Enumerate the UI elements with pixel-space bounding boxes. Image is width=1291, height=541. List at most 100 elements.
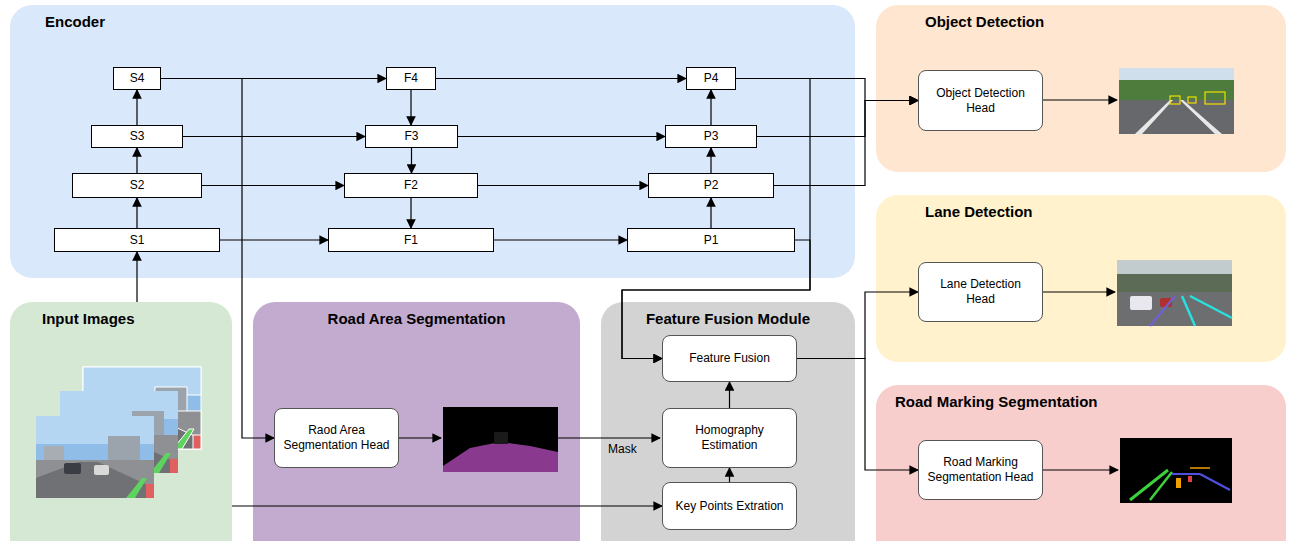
flow-arrow: [622, 79, 810, 359]
box-label: Raod Area Segmentation Head: [281, 423, 392, 453]
panel-region: EncoderS4 F4 P4S3 F3 P3S2 F2 P2S1 F1 P1: [10, 5, 855, 278]
box-label: Lane Detection Head: [925, 277, 1036, 307]
photo-trees: [1119, 80, 1234, 100]
box-label: P2: [704, 178, 719, 193]
output-arrow: [1043, 291, 1115, 292]
lane-line: [1182, 296, 1195, 326]
process-box: Raod Area Segmentation Head: [274, 408, 399, 468]
flow-arrow: [458, 136, 665, 137]
panel-title: Lane Detection: [876, 203, 1286, 221]
flow-arrow: [797, 359, 918, 471]
photo-road: [1119, 100, 1234, 134]
feature-box: P2: [648, 173, 774, 198]
feature-box: F2: [344, 173, 478, 198]
output-arrow: [1043, 99, 1117, 100]
box-label: Object Detection Head: [925, 86, 1036, 116]
flow-arrow: [774, 101, 918, 186]
marking: [1150, 472, 1172, 500]
lane-line: [1180, 100, 1222, 134]
box-label: P4: [704, 71, 719, 86]
flow-arrow: [622, 240, 810, 359]
road-marking-output: [1120, 438, 1232, 503]
feature-box: F1: [328, 228, 494, 252]
flow-arrow: [729, 382, 730, 408]
detection-box: [1170, 96, 1180, 104]
feature-box: S4: [113, 67, 161, 90]
detection-box: [1188, 97, 1196, 103]
marking: [1200, 474, 1230, 490]
box-label: S2: [130, 178, 145, 193]
marking: [1176, 478, 1181, 488]
process-box: Homography Estimation: [662, 408, 797, 468]
flow-arrow: [797, 292, 918, 359]
mask-ground: [443, 407, 558, 472]
output-arrow: [1043, 469, 1118, 470]
flow-arrow: [410, 90, 411, 125]
flow-arrow: [410, 198, 411, 228]
feature-box: S1: [54, 228, 220, 252]
flow-arrow: [183, 136, 365, 137]
feature-box: S3: [91, 125, 183, 148]
panel-title: Input Images: [10, 310, 232, 328]
flow-arrow: [436, 78, 686, 79]
flow-arrow: [736, 79, 918, 101]
flow-arrow: [757, 101, 918, 137]
marking: [1190, 467, 1210, 469]
flow-arrow: [411, 148, 412, 173]
feature-box: F4: [386, 67, 436, 90]
feature-box: P4: [686, 67, 736, 90]
image-arrows: [399, 100, 1118, 470]
mask-road: [443, 442, 558, 472]
box-label: S1: [130, 233, 145, 248]
box-label: Key Points Extration: [675, 499, 783, 514]
flow-arrow: [710, 90, 711, 125]
flow-arrow: [202, 185, 344, 186]
flow-arrow: [136, 252, 137, 302]
feature-box: P1: [627, 228, 795, 252]
process-box: Key Points Extration: [662, 482, 797, 530]
photo-road: [1117, 292, 1232, 326]
photo-sky: [1119, 68, 1234, 134]
mask-car: [494, 432, 508, 444]
car: [1130, 296, 1152, 310]
box-label: S4: [130, 71, 145, 86]
flow-arrow: [478, 185, 648, 186]
flow-arrow: [494, 239, 627, 240]
panel-region: Feature Fusion ModuleFeature FusionHomog…: [601, 302, 855, 541]
input-photo: [36, 416, 154, 498]
lane-line: [1150, 296, 1175, 326]
box-label: F1: [404, 233, 418, 248]
panel-title: Road Marking Segmentation: [876, 393, 1286, 411]
box-label: F3: [404, 129, 418, 144]
process-box: Object Detection Head: [918, 70, 1043, 131]
marking: [1172, 473, 1200, 475]
flow-arrow: [136, 198, 137, 228]
flow-arrow: [729, 468, 730, 482]
panel-title: Feature Fusion Module: [601, 310, 855, 328]
box-label: F4: [404, 71, 418, 86]
flow-arrow: [710, 148, 711, 173]
flow-arrow: [136, 148, 137, 173]
mask-arrow: [558, 437, 660, 438]
process-box: Road Marking Segmentation Head: [918, 440, 1043, 500]
detection-box: [1205, 92, 1225, 104]
process-box: Lane Detection Head: [918, 262, 1043, 322]
flow-arrow: [232, 505, 662, 506]
lane-line: [1135, 100, 1173, 134]
feature-box: F3: [365, 125, 458, 148]
flow-arrow: [710, 198, 711, 228]
panel-title: Encoder: [10, 13, 855, 31]
panel-title: Road Area Segmentation: [253, 310, 580, 328]
feature-box: S2: [72, 173, 202, 198]
box-label: Homography Estimation: [669, 423, 790, 453]
box-label: P3: [704, 129, 719, 144]
output-arrow: [399, 437, 441, 438]
flow-arrow: [136, 90, 137, 125]
flow-arrow: [220, 239, 328, 240]
feature-box: P3: [665, 125, 757, 148]
object-detection-output: [1119, 68, 1234, 134]
lane-line: [1190, 296, 1232, 318]
lane-detection-output: [1117, 260, 1232, 326]
